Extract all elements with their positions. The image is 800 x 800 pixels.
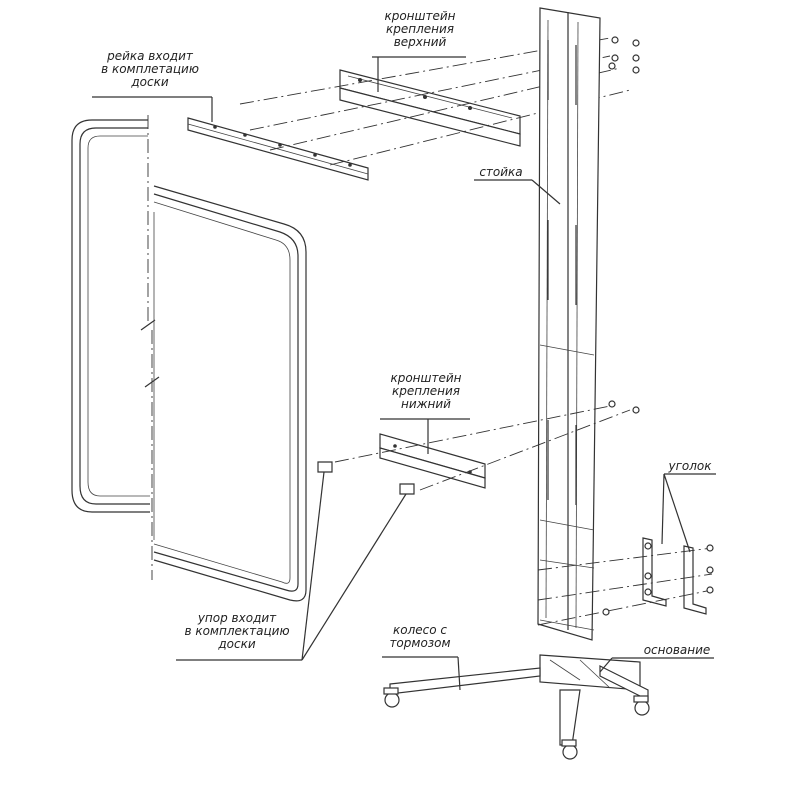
label-corner: уголок [668, 459, 712, 473]
label-stop: упор входит в комплектацию доски [184, 611, 290, 651]
label-rail: рейка входит в комплетацию доски [101, 49, 199, 89]
label-bracket-top: кронштейн крепления верхний [384, 9, 456, 49]
board-center-line [140, 115, 160, 580]
label-wheel: колесо с тормозом [389, 623, 451, 650]
board-frame-front [153, 185, 307, 602]
bolts-lower [608, 400, 640, 414]
bolts-upper [608, 36, 640, 74]
corner-brackets [642, 537, 707, 615]
rail [187, 117, 369, 181]
bracket-top [339, 69, 521, 147]
bolts-corner [602, 542, 714, 616]
board-frame-back [71, 119, 150, 513]
stops [317, 461, 415, 495]
label-stand: стойка [479, 165, 523, 179]
leader-lines [92, 56, 716, 691]
assembly-lines-lower [334, 404, 631, 491]
stand [537, 7, 601, 641]
wheels [383, 687, 650, 760]
label-base: основание [643, 643, 711, 657]
base [389, 654, 649, 746]
assembly-lines-corner [537, 547, 713, 626]
label-bracket-bottom: кронштейн крепления нижний [390, 371, 462, 411]
